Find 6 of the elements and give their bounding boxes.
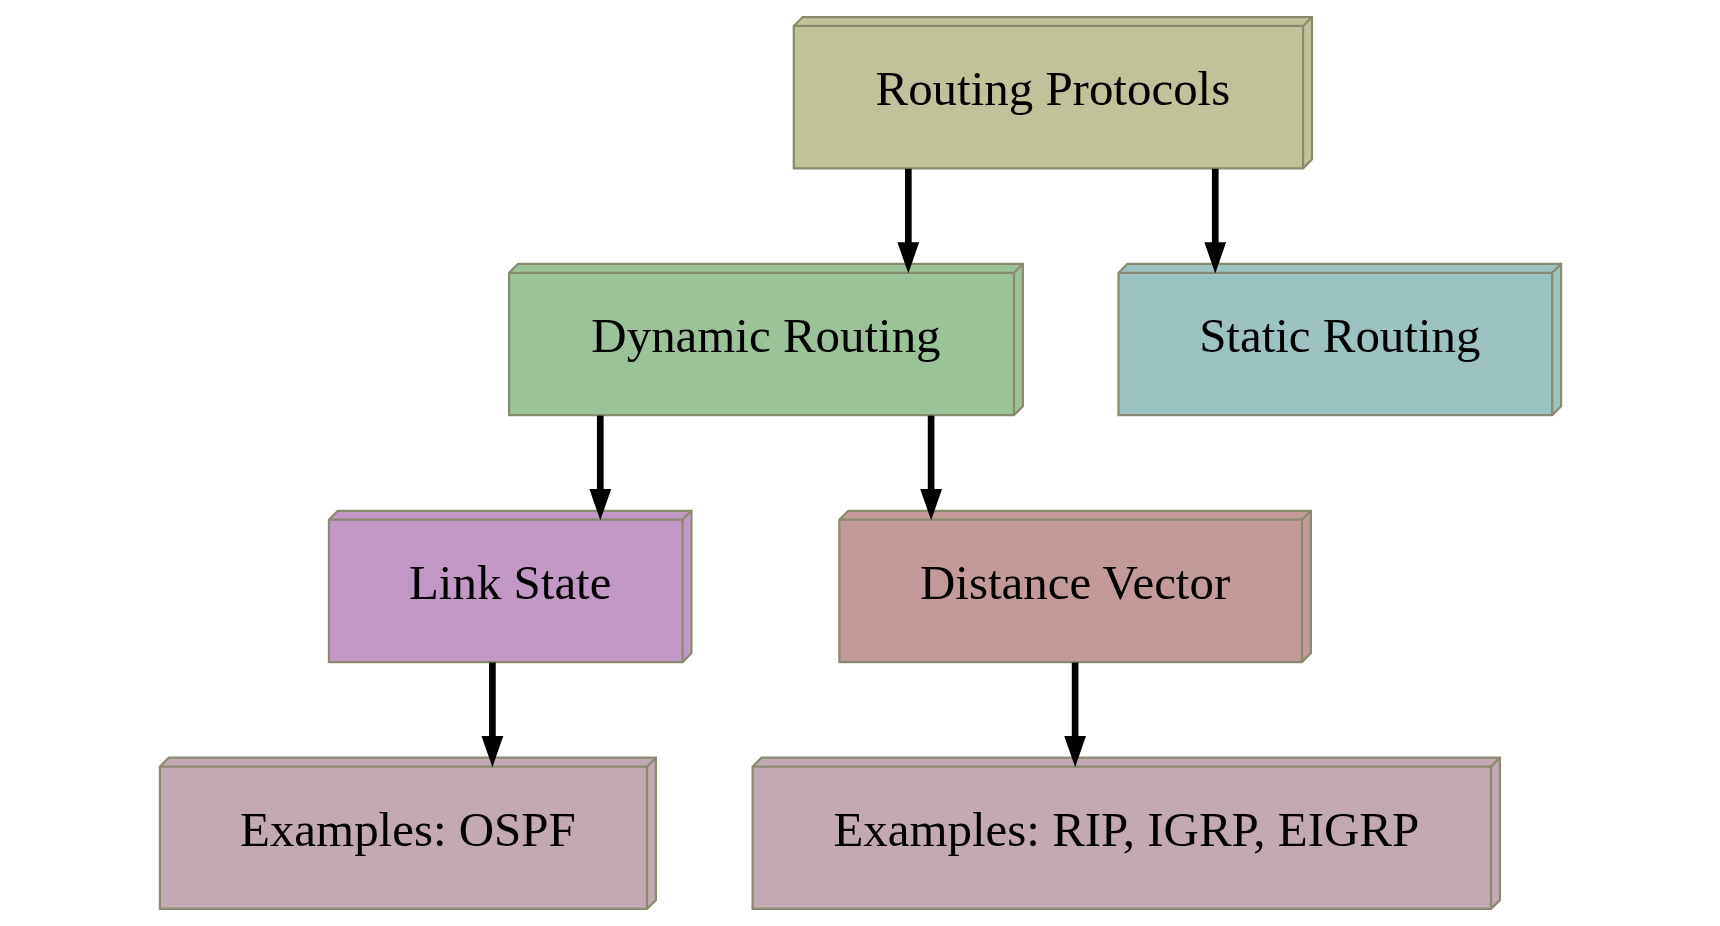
arrow: [919, 415, 942, 521]
arrow: [588, 415, 611, 521]
arrow: [480, 662, 503, 768]
arrow: [1203, 168, 1226, 274]
arrow: [896, 168, 919, 274]
arrow: [1063, 662, 1086, 768]
